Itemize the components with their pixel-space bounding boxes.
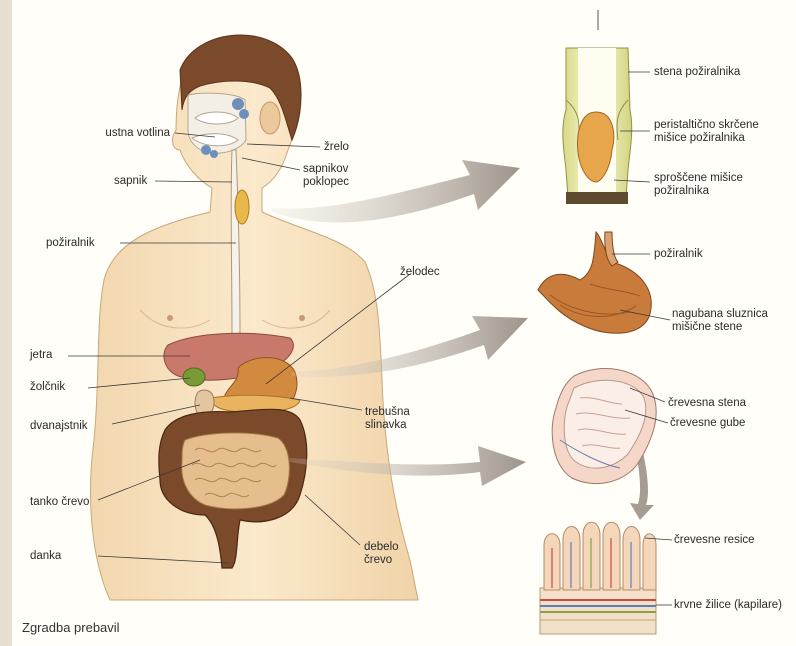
small-intestine [182,433,290,509]
label-stomach: želodec [400,266,440,279]
label-intestinal-wall: črevesna stena [668,397,746,410]
label-villi: črevesne resice [674,534,755,547]
label-esophagus: požiralnik [46,237,95,250]
stomach-detail [538,232,651,333]
label-pharynx: žrelo [324,141,349,154]
label-duodenum: dvanajstnik [30,420,88,433]
label-small-intestine: tanko črevo [30,496,89,509]
label-esophagus-detail: požiralnik [654,248,703,261]
label-intestinal-folds: črevesne gube [670,417,745,430]
label-larynx: sapnik [114,175,147,188]
villi-detail [540,522,656,634]
label-capillaries: krvne žilice (kapilare) [674,599,782,612]
label-rectum: danka [30,550,61,563]
food-bolus [235,190,249,224]
label-esophagus-wall: stena požiralnika [654,66,740,79]
label-liver: jetra [30,349,52,362]
gallbladder [183,368,205,386]
label-gallbladder: žolčnik [30,381,65,394]
figure-caption: Zgradba prebavil [22,620,120,635]
label-mouth-cavity: ustna votlina [60,127,170,140]
esophagus-detail [563,10,632,204]
